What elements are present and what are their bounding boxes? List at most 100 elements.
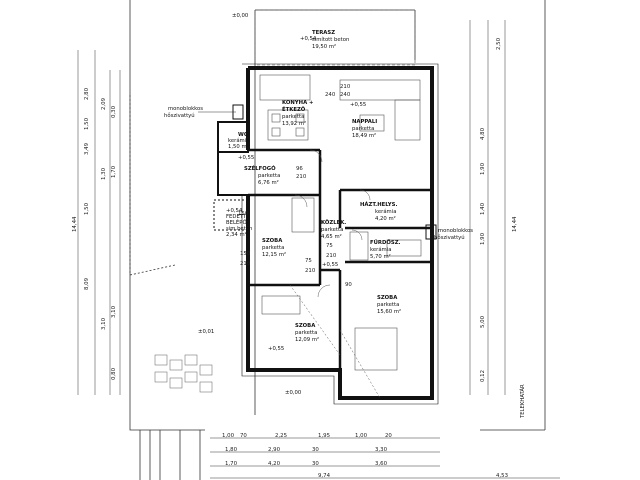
svg-text:210: 210 bbox=[340, 84, 351, 90]
svg-text:KÖZLEK.: KÖZLEK. bbox=[321, 219, 346, 226]
svg-text:1,50 m²: 1,50 m² bbox=[228, 143, 249, 150]
svg-text:kerámia: kerámia bbox=[375, 208, 396, 215]
room-covered-entry: FEDETT BELÉPŐ sim.beton 2,34 m² bbox=[226, 214, 252, 238]
svg-text:0,12: 0,12 bbox=[480, 370, 486, 382]
furniture bbox=[259, 74, 422, 371]
svg-text:19,50 m²: 19,50 m² bbox=[312, 43, 336, 50]
svg-text:monoblokkos: monoblokkos bbox=[168, 106, 203, 112]
svg-text:30: 30 bbox=[312, 461, 319, 467]
svg-text:parketta: parketta bbox=[321, 227, 343, 233]
svg-text:parketta: parketta bbox=[258, 173, 280, 179]
dim-lines-right bbox=[469, 20, 506, 395]
svg-text:1,00: 1,00 bbox=[355, 433, 368, 439]
svg-text:+0,54: +0,54 bbox=[226, 208, 243, 214]
svg-text:1,80: 1,80 bbox=[225, 447, 238, 453]
svg-text:13,92 m²: 13,92 m² bbox=[282, 120, 306, 127]
svg-text:parketta: parketta bbox=[282, 114, 304, 120]
svg-text:1,40: 1,40 bbox=[480, 202, 486, 215]
svg-text:±0,00: ±0,00 bbox=[285, 390, 302, 396]
svg-text:14,44: 14,44 bbox=[512, 216, 518, 232]
svg-text:20: 20 bbox=[385, 433, 392, 439]
svg-text:SZÉLFOGÓ: SZÉLFOGÓ bbox=[244, 164, 276, 172]
svg-text:210: 210 bbox=[305, 268, 316, 274]
svg-text:4,80: 4,80 bbox=[480, 127, 486, 140]
svg-text:150: 150 bbox=[240, 251, 251, 257]
svg-text:18,49 m²: 18,49 m² bbox=[352, 132, 376, 139]
room-bedroom-1: SZOBA parketta 12,15 m² bbox=[262, 238, 286, 258]
dim-lines-bottom bbox=[210, 437, 560, 479]
svg-text:2,25: 2,25 bbox=[275, 433, 287, 439]
svg-text:4,53: 4,53 bbox=[496, 473, 508, 479]
svg-text:+0,55: +0,55 bbox=[350, 102, 366, 108]
svg-text:1,50: 1,50 bbox=[84, 202, 90, 215]
svg-text:1,50: 1,50 bbox=[84, 117, 90, 130]
svg-text:30: 30 bbox=[312, 447, 319, 453]
svg-text:BELÉPŐ: BELÉPŐ bbox=[226, 218, 247, 226]
dims-left-labels: 2,80 1,50 3,49 14,44 1,50 8,09 3,10 0,80… bbox=[72, 87, 117, 380]
svg-text:SZOBA: SZOBA bbox=[377, 295, 398, 301]
svg-text:5,70 m²: 5,70 m² bbox=[370, 253, 391, 260]
svg-text:FEDETT: FEDETT bbox=[226, 214, 247, 220]
svg-text:0,80: 0,80 bbox=[111, 367, 117, 380]
svg-text:15,60 m²: 15,60 m² bbox=[377, 308, 401, 315]
svg-text:+0,55: +0,55 bbox=[322, 262, 338, 268]
svg-text:WC: WC bbox=[238, 132, 248, 138]
svg-text:70: 70 bbox=[240, 433, 247, 439]
room-bedroom-2: SZOBA parketta 15,60 m² bbox=[377, 295, 401, 315]
svg-text:kerámia: kerámia bbox=[370, 246, 391, 253]
paving-hatch bbox=[154, 354, 213, 393]
room-terrace: TERASZ simított beton 19,50 m² bbox=[312, 30, 349, 50]
svg-text:SZOBA: SZOBA bbox=[262, 238, 283, 244]
dims-bottom-labels: 1,00 70 2,25 1,95 1,00 20 1,80 2,90 30 3… bbox=[222, 433, 508, 479]
svg-text:FÜRDŐSZ.: FÜRDŐSZ. bbox=[370, 239, 401, 246]
svg-text:75: 75 bbox=[305, 258, 312, 264]
svg-text:210: 210 bbox=[326, 253, 337, 259]
svg-text:+0,54: +0,54 bbox=[300, 36, 317, 42]
svg-text:2,90: 2,90 bbox=[268, 447, 281, 453]
svg-text:1,00: 1,00 bbox=[222, 433, 235, 439]
svg-text:+0,55: +0,55 bbox=[268, 346, 284, 352]
room-wc: WC kerámia 1,50 m² bbox=[228, 132, 249, 150]
svg-text:monoblokkos: monoblokkos bbox=[438, 228, 473, 234]
svg-text:75: 75 bbox=[326, 243, 333, 249]
svg-text:8,09: 8,09 bbox=[84, 277, 90, 290]
svg-text:±0,00: ±0,00 bbox=[232, 13, 249, 19]
dims-inner-labels: 150 96 210 75 210 150 210 75 210 240 210… bbox=[238, 84, 352, 288]
room-utility: HÁZT.HELYS. kerámia 4,20 m² bbox=[360, 201, 397, 222]
dim-lines-left bbox=[77, 50, 121, 395]
svg-text:1,95: 1,95 bbox=[318, 433, 330, 439]
notes: monoblokkos hőszivattyú monoblokkos hősz… bbox=[164, 106, 526, 419]
svg-text:240: 240 bbox=[340, 92, 351, 98]
site-outline bbox=[129, 0, 546, 480]
svg-text:2,80: 2,80 bbox=[84, 87, 90, 100]
svg-text:0,30: 0,30 bbox=[111, 105, 117, 118]
svg-text:5,00: 5,00 bbox=[480, 315, 486, 328]
svg-text:parketta: parketta bbox=[295, 330, 317, 336]
svg-text:NAPPALI: NAPPALI bbox=[352, 119, 377, 125]
svg-text:210: 210 bbox=[296, 174, 307, 180]
svg-text:96: 96 bbox=[296, 166, 303, 172]
svg-text:150: 150 bbox=[238, 211, 249, 217]
svg-text:3,49: 3,49 bbox=[84, 142, 90, 155]
room-corridor: KÖZLEK. parketta 4,65 m² bbox=[321, 219, 346, 240]
room-vestibule: SZÉLFOGÓ parketta 6,76 m² bbox=[244, 164, 280, 186]
svg-text:4,65 m²: 4,65 m² bbox=[321, 233, 342, 240]
svg-text:1,70: 1,70 bbox=[225, 461, 238, 467]
svg-text:kerámia: kerámia bbox=[228, 137, 249, 144]
svg-text:+0,55: +0,55 bbox=[238, 155, 254, 161]
svg-text:TERASZ: TERASZ bbox=[312, 30, 335, 36]
svg-text:simított beton: simított beton bbox=[312, 36, 349, 43]
svg-text:90: 90 bbox=[345, 282, 352, 288]
svg-text:14,44: 14,44 bbox=[72, 216, 78, 232]
svg-text:6,76 m²: 6,76 m² bbox=[258, 179, 279, 186]
svg-text:4,20 m²: 4,20 m² bbox=[375, 215, 396, 222]
svg-text:3,10: 3,10 bbox=[111, 305, 117, 318]
terrace-outline bbox=[254, 9, 416, 66]
wall-hatch bbox=[241, 63, 439, 405]
dims-right-labels: 2,50 4,80 1,90 1,40 1,90 14,44 5,00 0,12 bbox=[480, 37, 518, 382]
level-markers: ±0,00 +0,54 +0,55 +0,55 +0,54 +0,55 +0,5… bbox=[198, 13, 366, 396]
svg-text:2,09: 2,09 bbox=[101, 97, 107, 110]
svg-text:3,30: 3,30 bbox=[375, 447, 388, 453]
svg-text:parketta: parketta bbox=[377, 302, 399, 308]
